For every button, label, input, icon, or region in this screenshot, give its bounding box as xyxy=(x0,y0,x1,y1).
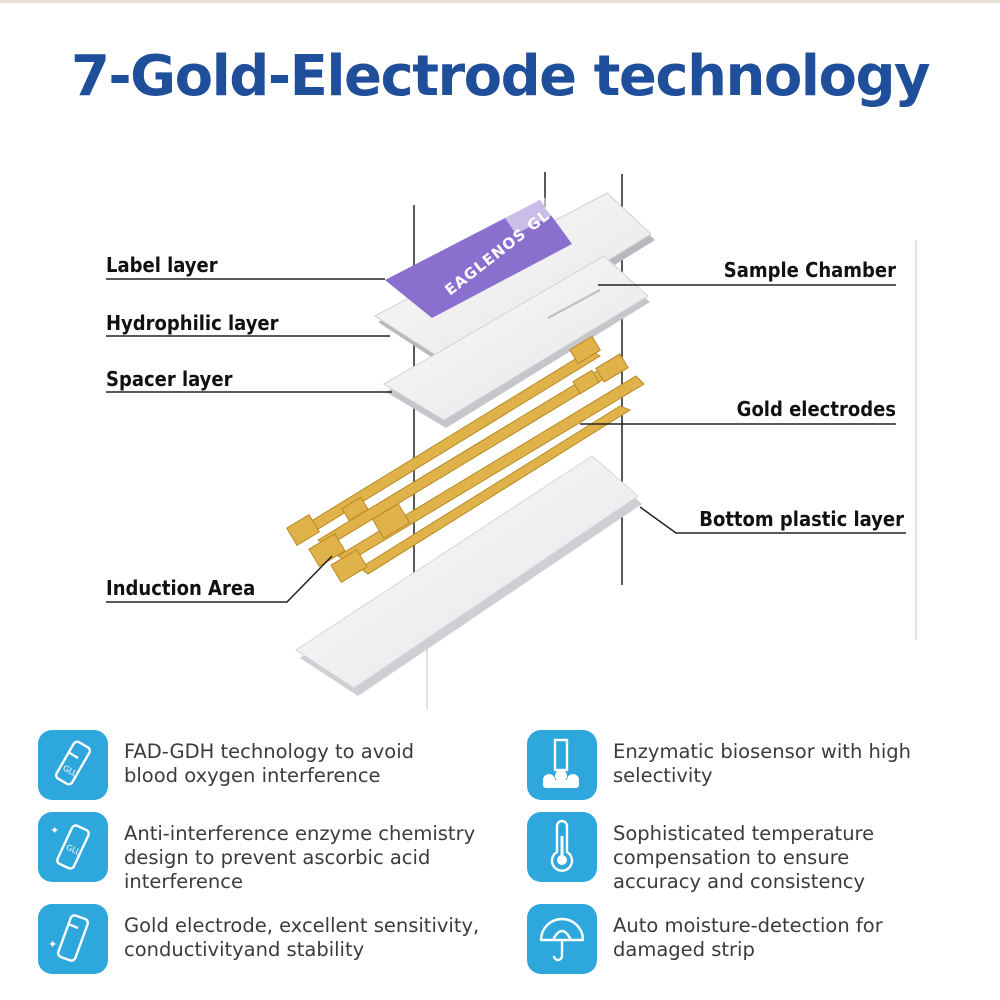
exploded-strip-diagram: EAGLENOS GLU Label layer Hydr xyxy=(106,172,917,710)
label-sample-chamber: Sample Chamber xyxy=(724,258,896,282)
feature-item: GLU FAD-GDH technology to avoid blood ox… xyxy=(38,730,498,800)
feature-item: Enzymatic biosensor with high selectivit… xyxy=(527,730,987,800)
spacer-layer xyxy=(383,255,650,428)
feature-list: GLU FAD-GDH technology to avoid blood ox… xyxy=(0,730,1000,1000)
feature-text: Gold electrode, excellent sensitivity, c… xyxy=(124,914,480,961)
feature-item: ✦ Gold electrode, excellent sensitivity,… xyxy=(38,904,498,974)
svg-text:GLU: GLU xyxy=(65,843,84,858)
test-strip-icon: GLU xyxy=(38,730,108,800)
feature-item: GLU ✦ Anti-interference enzyme chemistry… xyxy=(38,812,498,893)
label-induction-area: Induction Area xyxy=(106,576,255,600)
svg-text:✦: ✦ xyxy=(50,824,59,837)
label-hydrophilic-layer: Hydrophilic layer xyxy=(106,311,279,335)
label-label-layer: Label layer xyxy=(106,253,218,277)
feature-text: Auto moisture-detection for damaged stri… xyxy=(613,914,883,961)
feature-text: Sophisticated temperature compensation t… xyxy=(613,822,875,893)
svg-text:✦: ✦ xyxy=(48,938,57,951)
label-spacer-layer: Spacer layer xyxy=(106,367,233,391)
test-strip-icon: ✦ xyxy=(38,904,108,974)
feature-text: Enzymatic biosensor with high selectivit… xyxy=(613,740,912,787)
feature-item: Auto moisture-detection for damaged stri… xyxy=(527,904,987,974)
feature-item: Sophisticated temperature compensation t… xyxy=(527,812,987,893)
bottom-plastic-layer xyxy=(295,455,642,696)
gold-electrodes xyxy=(286,335,645,583)
svg-text:GLU: GLU xyxy=(61,763,80,779)
label-bottom-plastic-layer: Bottom plastic layer xyxy=(699,507,904,531)
label-gold-electrodes: Gold electrodes xyxy=(737,397,896,421)
top-accent-bar xyxy=(0,0,1000,3)
leader-line-induction xyxy=(106,555,333,603)
test-strip-icon: GLU ✦ xyxy=(38,812,108,882)
umbrella-icon xyxy=(527,904,597,974)
page-title: 7-Gold-Electrode technology xyxy=(70,44,931,109)
biosensor-icon xyxy=(527,730,597,800)
feature-text: FAD-GDH technology to avoid blood oxygen… xyxy=(124,740,414,787)
thermometer-icon xyxy=(527,812,597,882)
leader-line-bottom-plastic xyxy=(639,506,906,534)
feature-text: Anti-interference enzyme chemistry desig… xyxy=(124,822,476,893)
